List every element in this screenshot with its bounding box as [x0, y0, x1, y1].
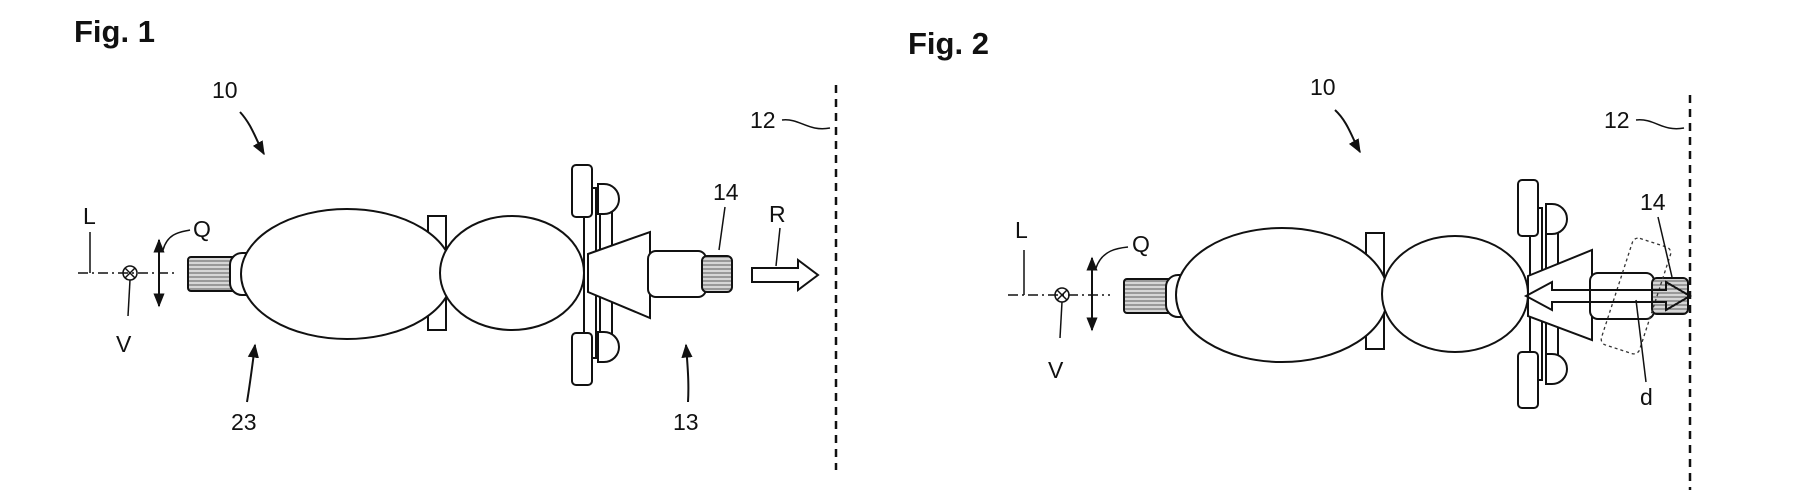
direction-arrow [751, 258, 820, 292]
rear-seat [240, 208, 454, 340]
vehicle-arrow [1334, 109, 1361, 154]
front-wheel-label: 14 [1640, 189, 1666, 215]
steered-wheel-outline [1600, 237, 1672, 355]
rear-wheel [187, 256, 237, 292]
fuel-tank [439, 215, 585, 331]
vehicle-label: 10 [212, 77, 238, 103]
direction-label: R [769, 201, 786, 227]
headlight-fairing [587, 230, 651, 320]
boundary-leader [781, 119, 831, 130]
transverse-label: Q [193, 216, 211, 242]
rear-seat [1175, 227, 1389, 363]
rear-label: 23 [231, 409, 257, 435]
front-wheel [701, 255, 733, 293]
vehicle-label: 10 [1310, 74, 1336, 100]
figure-1-title: Fig. 1 [74, 14, 155, 49]
headlight-fairing [1527, 248, 1593, 342]
handlebar-grip-left [1517, 179, 1539, 237]
mirror-right [1545, 353, 1568, 385]
front-fork [1589, 272, 1655, 320]
vertical-label: V [1048, 357, 1064, 383]
longitudinal-label: L [1015, 217, 1028, 243]
transverse-leader [162, 229, 191, 251]
fuel-tank [1381, 235, 1529, 353]
transverse-label: Q [1132, 231, 1150, 257]
longitudinal-label: L [83, 203, 96, 229]
front-wheel [1651, 277, 1689, 315]
transverse-leader [1095, 246, 1129, 269]
vertical-label: V [116, 331, 132, 357]
handlebar-grip-right [1517, 351, 1539, 409]
distance-arrow [1523, 280, 1692, 312]
mirror-right [597, 331, 620, 363]
mirror-left [1545, 203, 1568, 235]
boundary-leader [1635, 119, 1685, 130]
handlebar-grip-left [571, 164, 593, 218]
rear-arrow [246, 343, 259, 403]
front-arrow [681, 343, 693, 403]
rear-wheel [1123, 278, 1173, 314]
front-label: 13 [673, 409, 699, 435]
boundary-label: 12 [1604, 107, 1630, 133]
figure-2-title: Fig. 2 [908, 26, 989, 61]
mirror-left [597, 183, 620, 215]
figure-1: 12 10 L V Q [78, 77, 838, 470]
distance-label: d [1640, 384, 1653, 410]
front-fork [647, 250, 707, 298]
figure-2: 12 10 L V Q [1008, 74, 1692, 490]
front-wheel-label: 14 [713, 179, 739, 205]
vehicle-arrow [239, 111, 265, 156]
handlebar-grip-right [571, 332, 593, 386]
boundary-label: 12 [750, 107, 776, 133]
